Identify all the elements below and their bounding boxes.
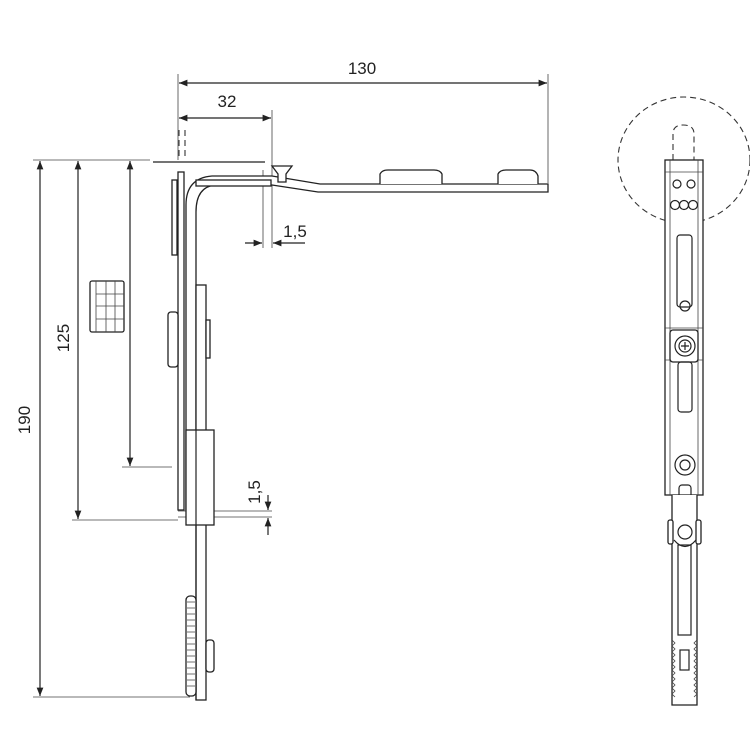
dimension-label-190: 190 xyxy=(15,406,34,434)
dimension-side-gap: 1,5 xyxy=(178,480,272,535)
arm-pad xyxy=(379,169,443,184)
hinge-front-view xyxy=(617,96,750,706)
screw-icon xyxy=(674,335,696,357)
dimension-label-130: 130 xyxy=(348,59,376,78)
dimension-label-side-gap: 1,5 xyxy=(245,480,264,504)
dimension-32: 32 xyxy=(179,92,273,248)
screw-icon xyxy=(270,165,294,183)
dimension-190: 190 xyxy=(15,159,190,698)
dimension-label-top-gap: 1,5 xyxy=(283,222,307,241)
dimension-inner-height xyxy=(122,161,172,468)
dimension-label-125: 125 xyxy=(54,324,73,352)
dimension-130: 130 xyxy=(177,59,549,183)
hinge-side-view xyxy=(153,130,549,701)
grid-icon xyxy=(89,280,125,333)
knurled-pad xyxy=(185,595,197,697)
arm-pad xyxy=(497,169,539,184)
logo xyxy=(669,199,699,211)
dimension-125: 125 xyxy=(54,161,178,521)
dimension-label-32: 32 xyxy=(218,92,237,111)
